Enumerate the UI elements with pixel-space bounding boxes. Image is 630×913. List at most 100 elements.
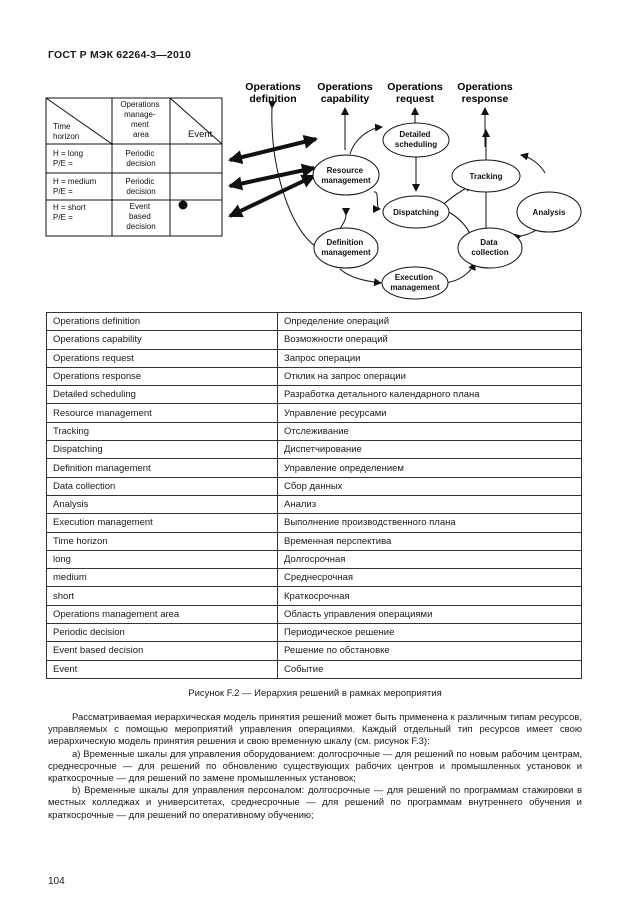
svg-text:request: request xyxy=(396,93,434,105)
russian-term: Область управления операциями xyxy=(277,604,582,625)
svg-text:response: response xyxy=(462,93,509,105)
body-text: Рассматриваемая иерархическая модель при… xyxy=(48,712,582,822)
svg-text:Operations: Operations xyxy=(245,81,301,93)
top-label-operations-response: Operations response xyxy=(457,81,513,105)
top-label-operations-request: Operations request xyxy=(387,81,443,105)
paragraph: Рассматриваемая иерархическая модель при… xyxy=(48,712,582,748)
english-term: Dispatching xyxy=(46,440,278,460)
event-dot-icon xyxy=(178,200,188,210)
russian-term: Анализ xyxy=(277,494,582,515)
figure-caption: Рисунок F.2 — Иерархия решений в рамках … xyxy=(188,688,442,699)
svg-text:Operations: Operations xyxy=(387,81,443,93)
paragraph: а) Временные шкалы для управления оборуд… xyxy=(48,748,582,785)
node-execution-management-label: Execution management xyxy=(390,273,440,292)
english-term: Operations management area xyxy=(46,604,278,625)
svg-text:capability: capability xyxy=(321,93,370,105)
english-term: Operations response xyxy=(46,366,278,387)
node-analysis xyxy=(516,191,582,233)
node-resource-management xyxy=(312,154,380,196)
russian-term: Выполнение производственного плана xyxy=(277,513,582,533)
russian-term: Управление ресурсами xyxy=(277,403,582,423)
english-term: Operations request xyxy=(46,348,278,368)
english-term: Detailed scheduling xyxy=(46,385,278,405)
russian-term: Долгосрочная xyxy=(277,549,582,570)
top-label-operations-capability: Operations capability xyxy=(317,81,373,105)
node-detailed-scheduling-label: Detailed scheduling xyxy=(395,130,437,149)
node-detailed-scheduling xyxy=(382,122,450,158)
row-medium-horizon: H = medium P/E = xyxy=(53,177,99,196)
russian-term: Отклик на запрос операции xyxy=(277,366,582,387)
english-term: short xyxy=(46,586,278,606)
node-dispatching-label: Dispatching xyxy=(393,208,439,217)
table-header-time-horizon: Time horizon xyxy=(53,122,79,141)
node-definition-management-label: Definition management xyxy=(321,238,371,257)
english-term: Operations capability xyxy=(46,330,278,350)
english-term: medium xyxy=(46,568,278,588)
russian-term: Решение по обстановке xyxy=(277,641,582,661)
english-term: Event xyxy=(46,659,278,679)
row-medium-decision: Periodic decision xyxy=(125,177,156,196)
english-term: Time horizon xyxy=(46,531,278,551)
row-short-decision: Event based decision xyxy=(126,202,155,231)
russian-term: Диспетчирование xyxy=(277,440,582,460)
russian-term: Краткосрочная xyxy=(277,586,582,606)
english-term: Data collection xyxy=(46,476,278,496)
english-term: Event based decision xyxy=(46,641,278,661)
russian-term: Определение операций xyxy=(277,311,582,332)
document-header: ГОСТ Р МЭК 62264-3—2010 xyxy=(48,49,192,61)
node-tracking xyxy=(451,159,521,193)
english-term: Execution management xyxy=(46,513,278,533)
node-resource-management-label: Resource management xyxy=(321,166,371,185)
english-term: long xyxy=(46,549,278,570)
node-data-collection-label: Data collection xyxy=(471,238,508,257)
svg-text:definition: definition xyxy=(249,93,296,105)
english-term: Definition management xyxy=(46,458,278,478)
decision-hierarchy-diagram: Operations definition Operations capabil… xyxy=(45,81,582,300)
node-dispatching xyxy=(382,195,450,229)
top-label-operations-definition: Operations definition xyxy=(245,81,301,105)
russian-term: Возможности операций xyxy=(277,330,582,350)
node-data-collection xyxy=(457,227,523,269)
row-short-horizon: H = short P/E = xyxy=(53,203,88,222)
table-header-operations-management-area: Operations manage- ment area xyxy=(120,100,161,139)
node-tracking-label: Tracking xyxy=(470,172,503,181)
russian-term: Разработка детального календарного плана xyxy=(277,385,582,405)
russian-term: Управление определением xyxy=(277,458,582,478)
row-long-decision: Periodic decision xyxy=(125,149,156,168)
english-term: Analysis xyxy=(46,494,278,515)
english-term: Resource management xyxy=(46,403,278,423)
node-analysis-label: Analysis xyxy=(533,208,566,217)
node-execution-management xyxy=(381,266,449,300)
svg-text:Operations: Operations xyxy=(457,81,513,93)
english-term: Tracking xyxy=(46,421,278,442)
russian-term: Отслеживание xyxy=(277,421,582,442)
row-long-horizon: H = long P/E = xyxy=(53,149,85,168)
english-term: Operations definition xyxy=(46,311,278,332)
russian-term: Среднесрочная xyxy=(277,568,582,588)
svg-text:Operations: Operations xyxy=(317,81,373,93)
russian-term: Событие xyxy=(277,659,582,679)
page-number: 104 xyxy=(48,876,65,887)
english-term: Periodic decision xyxy=(46,623,278,643)
russian-term: Периодическое решение xyxy=(277,623,582,643)
paragraph: b) Временные шкалы для управления персон… xyxy=(48,785,582,821)
